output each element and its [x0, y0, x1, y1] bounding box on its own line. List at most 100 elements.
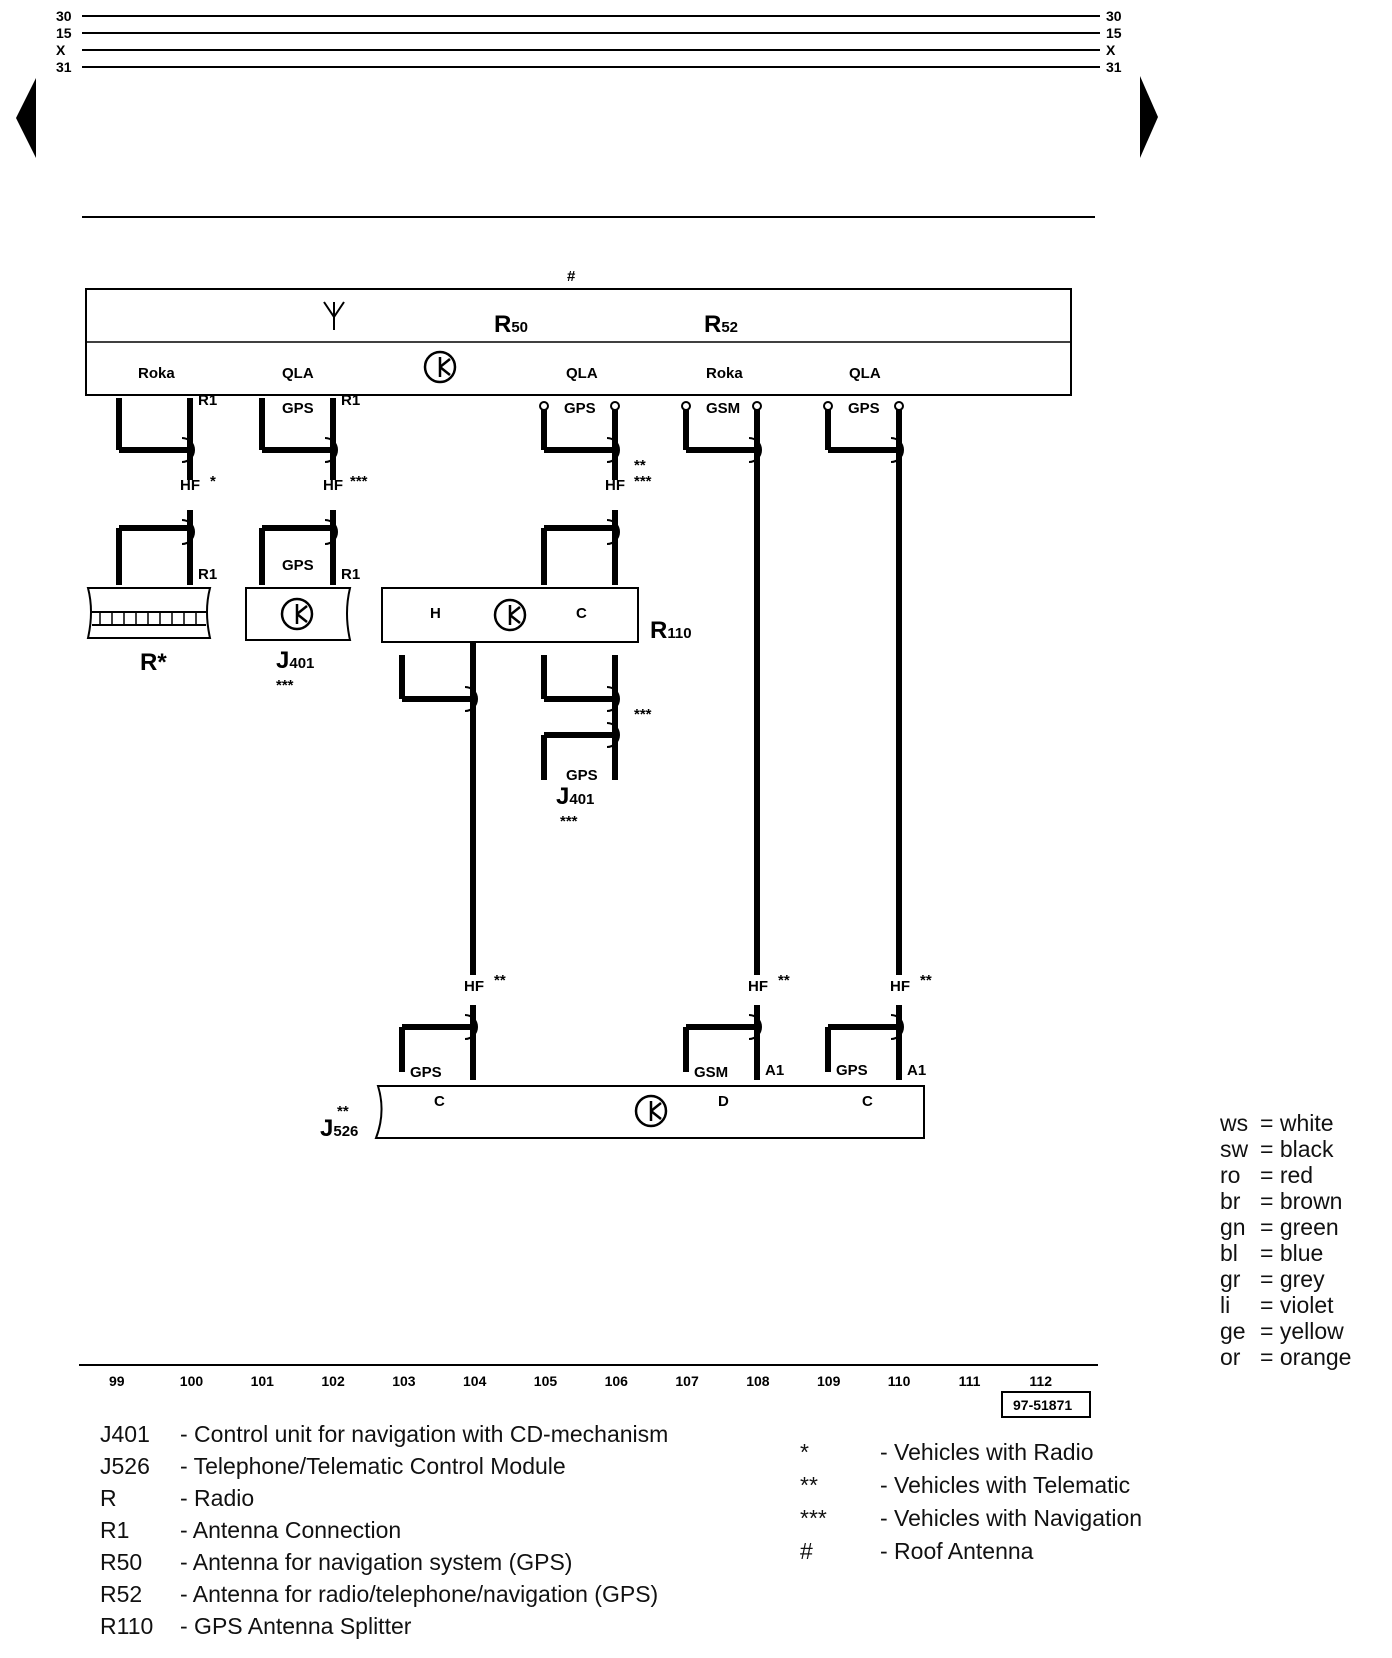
wiring — [116, 398, 902, 1080]
terminal-qla-2: QLA — [566, 365, 598, 382]
legend-row: br= brown — [1220, 1188, 1343, 1214]
component-desc: - Telephone/Telematic Control Module — [180, 1453, 566, 1479]
wire-label-r1: R1 — [198, 566, 217, 583]
column-number: 109 — [817, 1373, 841, 1389]
terminal-c: C — [434, 1093, 445, 1110]
legend-code: gn — [1220, 1214, 1246, 1240]
column-number: 101 — [251, 1373, 275, 1389]
next-page-arrow-icon[interactable] — [1140, 76, 1158, 158]
antenna-symbol-icon — [280, 597, 314, 631]
note-marker: *** — [276, 677, 294, 694]
wire-label-hf: HF — [748, 978, 768, 995]
component-row: R50- Antenna for navigation system (GPS) — [100, 1546, 668, 1578]
wire-label-hf: HF — [605, 477, 625, 494]
legend-color-name: yellow — [1279, 1318, 1344, 1344]
connector-pins — [539, 401, 904, 411]
prev-page-arrow-icon[interactable] — [16, 78, 36, 158]
j401-label: J401 — [276, 647, 314, 674]
wire-label-gps: GPS — [848, 400, 880, 417]
terminal-c: C — [576, 605, 587, 622]
column-number: 111 — [959, 1373, 981, 1389]
j526-label: J526 — [320, 1115, 358, 1142]
wire-label-gsm: GSM — [706, 400, 740, 417]
wire-label-gps: GPS — [836, 1062, 868, 1079]
r110-label: R110 — [650, 617, 692, 644]
note-row: ***- Vehicles with Navigation — [800, 1502, 1142, 1535]
wire-label-hf: HF — [180, 477, 200, 494]
note-symbol: * — [800, 1439, 809, 1465]
rail-label-15-right: 15 — [1106, 25, 1122, 41]
note-symbol: # — [800, 1538, 813, 1564]
wire-label-r1: R1 — [198, 392, 217, 409]
legend-color-name: violet — [1279, 1292, 1334, 1318]
legend-row: ge= yellow — [1220, 1318, 1344, 1344]
coax-shield-markers — [181, 437, 904, 1040]
wire-label-hf: HF — [464, 978, 484, 995]
component-list: J401- Control unit for navigation with C… — [100, 1418, 668, 1642]
column-number: 100 — [180, 1373, 204, 1389]
terminal-d: D — [718, 1093, 729, 1110]
note-marker: *** — [560, 813, 578, 830]
wire-label-hf: HF — [323, 477, 343, 494]
note-marker: * — [210, 473, 216, 490]
note-symbol: *** — [800, 1505, 827, 1531]
component-row: R1- Antenna Connection — [100, 1514, 668, 1546]
component-desc: - GPS Antenna Splitter — [180, 1613, 412, 1639]
note-symbol: ** — [800, 1472, 818, 1498]
component-code: R1 — [100, 1517, 130, 1543]
legend-color-name: red — [1279, 1162, 1314, 1188]
note-desc: - Vehicles with Telematic — [880, 1472, 1131, 1498]
column-number: 102 — [321, 1373, 345, 1389]
legend-code: ro — [1220, 1162, 1241, 1188]
wire-label-gps: GPS — [564, 400, 596, 417]
component-code: R — [100, 1485, 117, 1511]
legend-code: ge — [1220, 1318, 1246, 1344]
legend-code: gr — [1220, 1266, 1241, 1292]
wire-label-gps: GPS — [282, 400, 314, 417]
note-marker: *** — [350, 473, 368, 490]
notes-list: *- Vehicles with Radio ** - Vehicles with … — [800, 1436, 1142, 1568]
r50-letter: R50 — [494, 311, 528, 338]
note-row: #- Roof Antenna — [800, 1535, 1142, 1568]
note-marker: ** — [778, 972, 790, 989]
legend-color-name: orange — [1279, 1344, 1352, 1370]
note-row: *- Vehicles with Radio — [800, 1436, 1142, 1469]
legend-row: ro= red — [1220, 1162, 1314, 1188]
component-row: R110 - GPS Antenna Splitter — [100, 1610, 668, 1642]
wire-label-r1: R1 — [341, 566, 360, 583]
component-code: R110 — [100, 1613, 154, 1639]
note-marker: ** — [634, 457, 646, 474]
note-marker: *** — [634, 473, 652, 490]
wire-label-a1: A1 — [765, 1062, 784, 1079]
rail-label-31: 31 — [56, 59, 72, 75]
column-number: 108 — [746, 1373, 770, 1389]
legend-code: or — [1220, 1344, 1241, 1370]
component-desc: - Antenna for radio/telephone/navigation… — [180, 1581, 659, 1607]
component-row: J526- Telephone/Telematic Control Module — [100, 1450, 668, 1482]
antenna-symbol-icon — [493, 598, 527, 632]
component-row: R- Radio — [100, 1482, 668, 1514]
column-number: 107 — [675, 1373, 699, 1389]
roof-antenna-marker: # — [567, 268, 576, 285]
wire-label-gps: GPS — [410, 1064, 442, 1081]
component-row: R52- Antenna for radio/telephone/navigat… — [100, 1578, 668, 1610]
component-desc: - Control unit for navigation with CD-me… — [180, 1421, 669, 1447]
note-marker: ** — [920, 972, 932, 989]
terminal-c: C — [862, 1093, 873, 1110]
terminal-roka-2: Roka — [706, 365, 743, 382]
antenna-symbol-icon — [634, 1094, 668, 1128]
legend-code: sw — [1220, 1136, 1249, 1162]
legend-row: sw= black — [1220, 1136, 1334, 1162]
terminal-roka-1: Roka — [138, 365, 175, 382]
legend-row: or= orange — [1220, 1344, 1352, 1370]
legend-row: ws= white — [1220, 1110, 1334, 1136]
legend-color-name: grey — [1279, 1266, 1325, 1292]
power-rails — [82, 15, 1100, 68]
rail-label-30-right: 30 — [1106, 8, 1122, 24]
wire-label-gps: GPS — [566, 767, 598, 784]
legend-color-name: green — [1279, 1214, 1339, 1240]
